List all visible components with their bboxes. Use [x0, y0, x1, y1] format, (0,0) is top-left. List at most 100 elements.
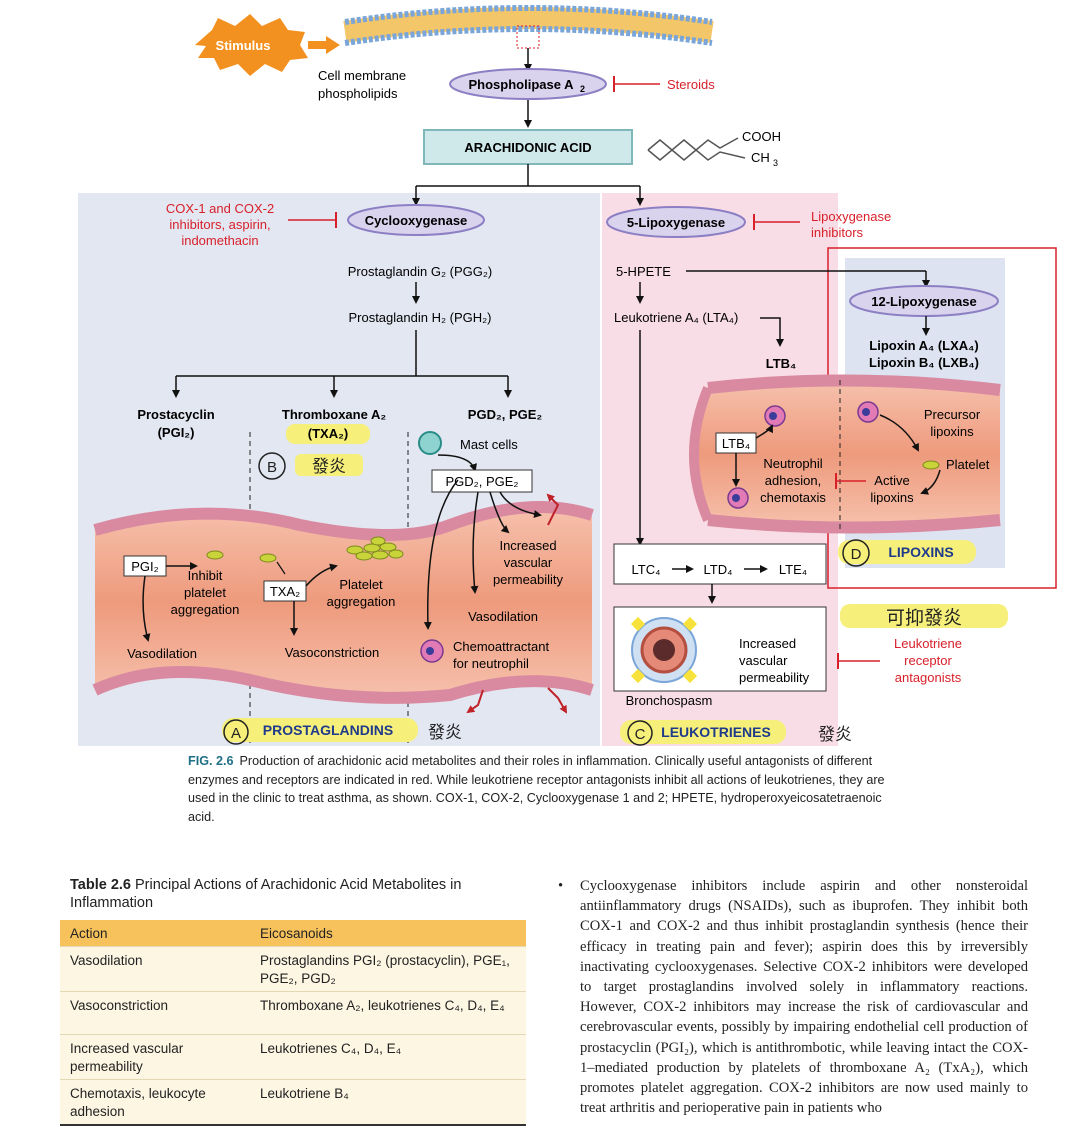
- table-row: Vasoconstriction Thromboxane A₂, leukotr…: [60, 991, 526, 1035]
- cooh-label: COOH: [742, 129, 781, 144]
- table-title: Table 2.6 Principal Actions of Arachidon…: [70, 876, 540, 912]
- hpete-label: 5-HPETE: [616, 264, 671, 279]
- pgi2-box-label: PGI₂: [131, 559, 158, 574]
- inhibit-3: aggregation: [171, 602, 240, 617]
- lipoxin-a4-label: Lipoxin A₄ (LXA₄): [869, 338, 978, 353]
- incr-perm-1: Increased: [739, 636, 796, 651]
- platelet-label: Platelet: [946, 457, 990, 472]
- highlight-inhibit-inflam: [840, 604, 1008, 628]
- cox-inhibitor-2: inhibitors, aspirin,: [169, 217, 270, 232]
- phospholipase-enzyme: [449, 68, 607, 100]
- pgd2pge2-box-label: PGD₂, PGE₂: [446, 474, 519, 489]
- prostacyclin-2: (PGI₂): [158, 425, 195, 440]
- table-title-text: Principal Actions of Arachidonic Acid Me…: [70, 877, 462, 911]
- vasodilation-b: Vasodilation: [468, 609, 538, 624]
- thromboxane-2: (TXA₂): [308, 426, 348, 441]
- active-2: lipoxins: [870, 490, 914, 505]
- leukotrienes-label: LEUKOTRIENES: [661, 724, 771, 740]
- fatty-acid-structure: [647, 137, 746, 161]
- table-cell: Chemotaxis, leukocyte adhesion: [60, 1079, 250, 1126]
- arachidonic-acid-label: ARACHIDONIC ACID: [464, 140, 591, 155]
- pgd2pge2-label: PGD₂, PGE₂: [468, 407, 543, 422]
- stimulus-burst: Stimulus: [195, 14, 340, 76]
- inhibit-1: Inhibit: [188, 568, 223, 583]
- table-cell: Leukotrienes C₄, D₄, E₄: [250, 1034, 526, 1080]
- highlight-lipoxins: [838, 540, 976, 564]
- caption-text: Production of arachidonic acid metabolit…: [188, 754, 885, 824]
- table-cell: Prostaglandins PGI₂ (prostacyclin), PGE₁…: [250, 946, 526, 992]
- phospholipase-sub: 2: [580, 84, 585, 94]
- table-header-action: Action: [60, 920, 250, 947]
- inhibit-2: platelet: [184, 585, 226, 600]
- prostacyclin-1: Prostacyclin: [137, 407, 214, 422]
- neutrophil-2: adhesion,: [765, 473, 821, 488]
- table-cell: Leukotriene B₄: [250, 1079, 526, 1126]
- metabolite-table: Action Eicosanoids Vasodilation Prostagl…: [60, 920, 526, 1126]
- lipox-inhib-2: inhibitors: [811, 225, 864, 240]
- chemo-1: Chemoattractant: [453, 639, 549, 654]
- pgd2pge2-box: [431, 469, 533, 493]
- bullet-paragraph: • Cyclooxygenase inhibitors include aspi…: [558, 876, 1028, 1118]
- lte4-label: LTE₄: [779, 562, 807, 577]
- lipox-inhib-1: Lipoxygenase: [811, 209, 891, 224]
- table-header-eicosanoids: Eicosanoids: [250, 920, 526, 947]
- ltb4-label: LTB₄: [766, 356, 797, 371]
- ltb4-box-label: LTB₄: [722, 436, 750, 451]
- lipoxygenase12-enzyme: [849, 285, 999, 317]
- arachidonic-acid-figure: Stimulus Cell membrane phospholipids Pho…: [78, 5, 1057, 746]
- incr-vasc-2: vascular: [504, 555, 553, 570]
- stimulus-label: Stimulus: [216, 38, 271, 53]
- cyclooxygenase-enzyme: [347, 204, 485, 236]
- hand-inhibit-inflam: 可抑發炎: [886, 607, 962, 629]
- txa2-box-label: TXA₂: [270, 584, 300, 599]
- highlight-leukotrienes: [620, 720, 786, 744]
- precursor-1: Precursor: [924, 407, 981, 422]
- pgh2-label: Prostaglandin H₂ (PGH₂): [348, 310, 491, 325]
- mast-cells-label: Mast cells: [460, 437, 518, 452]
- hand-b: B: [267, 459, 277, 476]
- cox-inhibitor-1: COX-1 and COX-2: [166, 201, 274, 216]
- bullet-text: Cyclooxygenase inhibitors include aspiri…: [580, 878, 1028, 1117]
- platelet-agg-1: Platelet: [339, 577, 383, 592]
- hand-a: A: [231, 725, 241, 742]
- platelet-cluster-icon: [346, 536, 404, 561]
- lipoxygenase12-label: 12-Lipoxygenase: [871, 294, 977, 309]
- highlight-prostaglandins: [222, 718, 418, 742]
- lipoxin-b4-label: Lipoxin B₄ (LXB₄): [869, 355, 979, 370]
- hand-inflam-c: 發炎: [818, 725, 852, 744]
- lt-antag-2: receptor: [904, 653, 952, 668]
- phospholipase-label: Phospholipase A: [469, 77, 575, 92]
- lt-antag-1: Leukotriene: [894, 636, 962, 651]
- lipoxygenase5-enzyme: [606, 206, 746, 238]
- incr-perm-2: vascular: [739, 653, 788, 668]
- table-row: Chemotaxis, leukocyte adhesion Leukotrie…: [60, 1079, 526, 1126]
- highlight-txa2: [286, 424, 370, 444]
- prostaglandins-label: PROSTAGLANDINS: [263, 722, 393, 738]
- hand-d: D: [851, 546, 862, 563]
- hand-c: C: [635, 726, 646, 743]
- ltc4-label: LTC₄: [632, 562, 661, 577]
- incr-vasc-1: Increased: [499, 538, 556, 553]
- bullet-symbol: •: [558, 878, 564, 894]
- hand-inflam-a: 發炎: [428, 723, 462, 742]
- bronchus-icon: [630, 616, 698, 684]
- cell-membrane: [343, 5, 714, 49]
- platelet-agg-2: aggregation: [327, 594, 396, 609]
- ch3-label: CH: [751, 150, 770, 165]
- cox-inhibitor-3: indomethacin: [181, 233, 258, 248]
- hand-inflam-b: 發炎: [312, 457, 346, 476]
- vasodilation-a: Vasodilation: [127, 646, 197, 661]
- txa2-box: [263, 580, 307, 602]
- lipoxygenase5-label: 5-Lipoxygenase: [627, 215, 725, 230]
- lta4-label: Leukotriene A₄ (LTA₄): [614, 310, 738, 325]
- table-cell: Vasodilation: [60, 946, 250, 992]
- membrane-label-2: phospholipids: [318, 86, 398, 101]
- active-1: Active: [874, 473, 909, 488]
- incr-vasc-3: permeability: [493, 572, 564, 587]
- chemo-2: for neutrophil: [453, 656, 529, 671]
- neutrophil-3: chemotaxis: [760, 490, 826, 505]
- table-cell: Thromboxane A₂, leukotrienes C₄, D₄, E₄: [250, 991, 526, 1035]
- platelet-icon-b: [922, 460, 940, 470]
- ltd4-label: LTD₄: [704, 562, 733, 577]
- ltc4-chain-box: [613, 543, 827, 585]
